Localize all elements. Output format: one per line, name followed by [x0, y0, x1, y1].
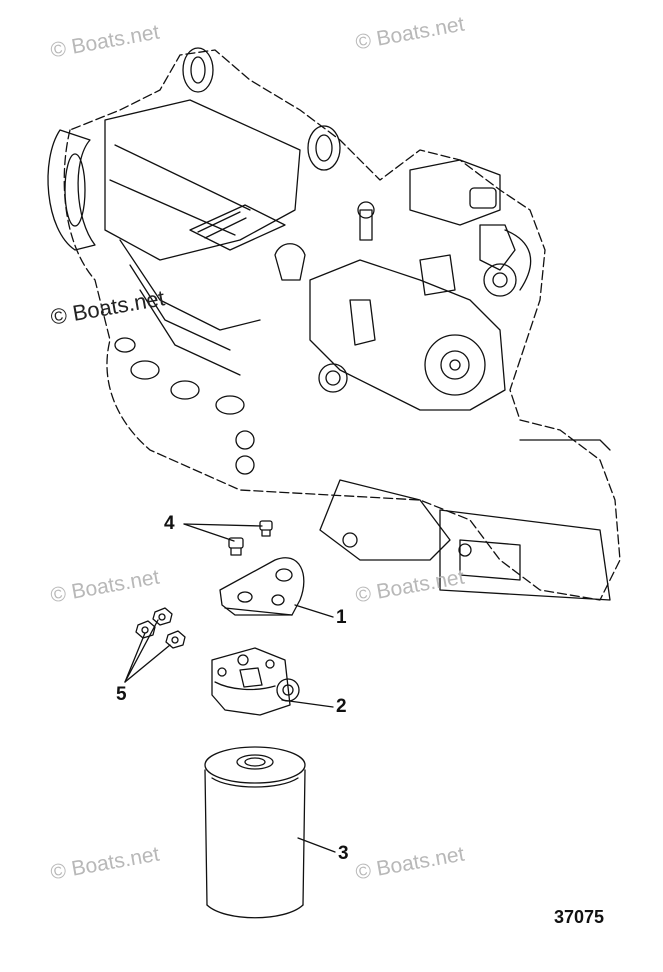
figure-id: 37075: [554, 907, 605, 927]
leader-lines: [124, 523, 336, 853]
part-5-nuts: [135, 607, 186, 649]
callout-2: 2: [336, 696, 347, 717]
engine-illustration: [47, 47, 621, 601]
callout-4: 4: [164, 513, 175, 534]
callout-3: 3: [338, 843, 349, 864]
callout-1: 1: [336, 607, 347, 628]
part-2-filter-head: [211, 647, 300, 716]
part-1-bracket: [219, 557, 305, 616]
part-3-fuel-filter: [204, 746, 306, 919]
callout-5: 5: [116, 684, 127, 705]
